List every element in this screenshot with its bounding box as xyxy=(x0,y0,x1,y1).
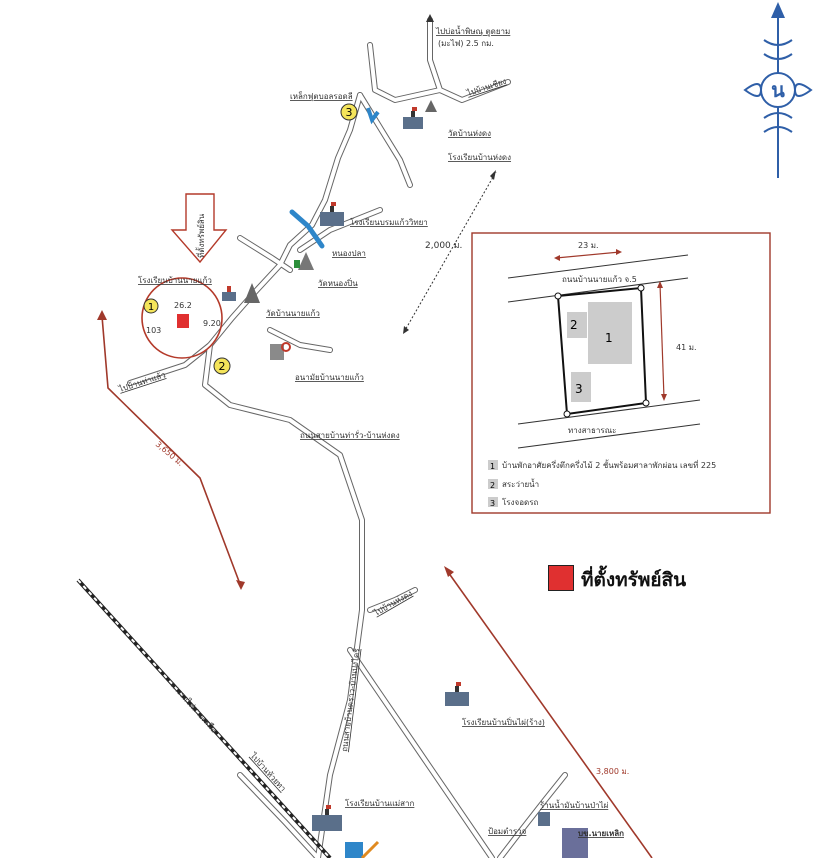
label-road-main: ถนนสายบ้านท่ารั่ว-บ้านห่งดง xyxy=(300,429,400,440)
marker-2-number: 2 xyxy=(219,360,226,373)
label-rail: ทางรถไฟสายเหนือ xyxy=(169,680,219,734)
pond-shape xyxy=(345,842,363,858)
label-bank: บข.นายเหลิก xyxy=(578,829,624,838)
inset-legend-2-number: 2 xyxy=(490,481,495,490)
school-icon xyxy=(222,286,236,301)
label-temple-west: วัดบ้านนายแก้ว xyxy=(266,309,320,318)
temple-icon xyxy=(294,252,314,270)
inset-panel xyxy=(471,232,771,514)
inset-depth-label: 41 ม. xyxy=(676,343,697,352)
label-top-road: ไปบ่อน้ำพิษณุ ตูดยาม xyxy=(435,25,510,37)
top-road-arrow xyxy=(426,14,434,22)
school-icon xyxy=(312,805,342,831)
property-marker xyxy=(177,314,189,328)
property-pointer-arrow: ที่ตั้งทรัพย์สิน xyxy=(170,193,228,264)
label-school-south-2: โรงเรียนบ้านแม่สาก xyxy=(345,798,415,808)
legend-title: ที่ตั้งทรัพย์สิน xyxy=(581,569,687,591)
label-road-west: ไปบ้านท่าแล้ว xyxy=(117,370,167,394)
bank-icon xyxy=(562,828,588,858)
marker-3-number: 3 xyxy=(346,106,353,119)
label-police: ป้อมตำรวจ xyxy=(488,827,527,836)
north-compass: น xyxy=(743,2,813,178)
inset-legend-3-desc: โรงจอดรถ xyxy=(502,497,538,507)
inset-legend-2-desc: สระว่ายน้ำ xyxy=(502,478,539,489)
label-health: อนามัยบ้านนายแก้ว xyxy=(295,373,364,382)
temple-icon xyxy=(425,100,437,112)
inset-legend-1-number: 1 xyxy=(490,462,495,471)
river-icon xyxy=(366,107,380,125)
road-network xyxy=(127,17,568,858)
canal xyxy=(289,209,325,249)
gas-station-icon xyxy=(538,812,550,826)
distance-arrow-left xyxy=(97,310,245,590)
label-gas: ร้านน้ำมันบ้านป่าไผ่ xyxy=(540,799,609,810)
label-school-north-2: โรงเรียนบ้านห่งดง xyxy=(448,152,511,162)
label-road-east-small: ไปบ้านห่งดง xyxy=(372,589,414,619)
hospital-icon xyxy=(270,342,291,360)
marker-1-number: 1 xyxy=(148,302,154,313)
marker-3: 3 xyxy=(340,103,358,121)
label-pond: หนองปลา xyxy=(332,249,366,258)
north-letter: น xyxy=(771,78,785,102)
circle-label-a: 26.2 xyxy=(174,301,192,310)
inset-lot-2-number: 2 xyxy=(570,318,578,332)
inset-legend-3-number: 3 xyxy=(490,499,495,508)
school-icon xyxy=(403,107,423,129)
label-school-north-1: เหล็กฟุตบอลรอดลี xyxy=(290,91,353,101)
circle-label-c: 103 xyxy=(146,326,161,335)
property-pointer-text: ที่ตั้งทรัพย์สิน xyxy=(195,213,206,258)
label-temple-north: วัดบ้านห่งดง xyxy=(448,129,491,138)
distance-label-ne: 2,000 ม. xyxy=(425,241,462,251)
label-school-south-1: โรงเรียนบ้านปิ่นไผ่(ร้าง) xyxy=(462,716,545,727)
label-school-mid: โรงเรียนบรมแก้ววิทยา xyxy=(350,217,428,227)
circle-label-b: 9.20 xyxy=(203,319,221,328)
school-icon xyxy=(445,682,469,706)
inset-legend-1-desc: บ้านพักอาศัยครึ่งตึกครึ่งไม้ 2 ชั้นพร้อม… xyxy=(502,459,716,470)
label-road-vertical: ถนนสายบ้านตราว-บ้านปงไคร้ xyxy=(340,647,362,752)
inset-lot-1-number: 1 xyxy=(605,331,613,345)
marker-2: 2 xyxy=(213,357,231,375)
inset-top-road: ถนนบ้านนายแก้ว จ.5 xyxy=(562,275,637,284)
marker-1: 1 xyxy=(143,298,159,314)
distance-arrow-se xyxy=(444,566,653,858)
temple-icon xyxy=(244,283,260,303)
inset-legend xyxy=(488,460,498,507)
bridge-line xyxy=(360,840,380,858)
distance-label-se: 3,800 ม. xyxy=(596,767,629,776)
label-top-road-sub: (มะไฟ) 2.5 กม. xyxy=(438,39,494,48)
legend-swatch xyxy=(548,565,574,591)
distance-label-left: 3,650 ม. xyxy=(154,440,185,468)
property-area-circle xyxy=(141,277,223,359)
inset-lot-3-number: 3 xyxy=(575,382,583,396)
school-icon xyxy=(320,202,344,226)
distance-arrow-ne xyxy=(403,170,497,334)
inset-width-label: 23 ม. xyxy=(578,241,599,250)
inset-bottom-road: ทางสาธารณะ xyxy=(568,426,616,435)
railway xyxy=(76,578,332,858)
label-temple-mid: วัดหนองปิ่น xyxy=(318,277,358,288)
label-school-west: โรงเรียนบ้านนายแก้ว xyxy=(138,275,212,285)
